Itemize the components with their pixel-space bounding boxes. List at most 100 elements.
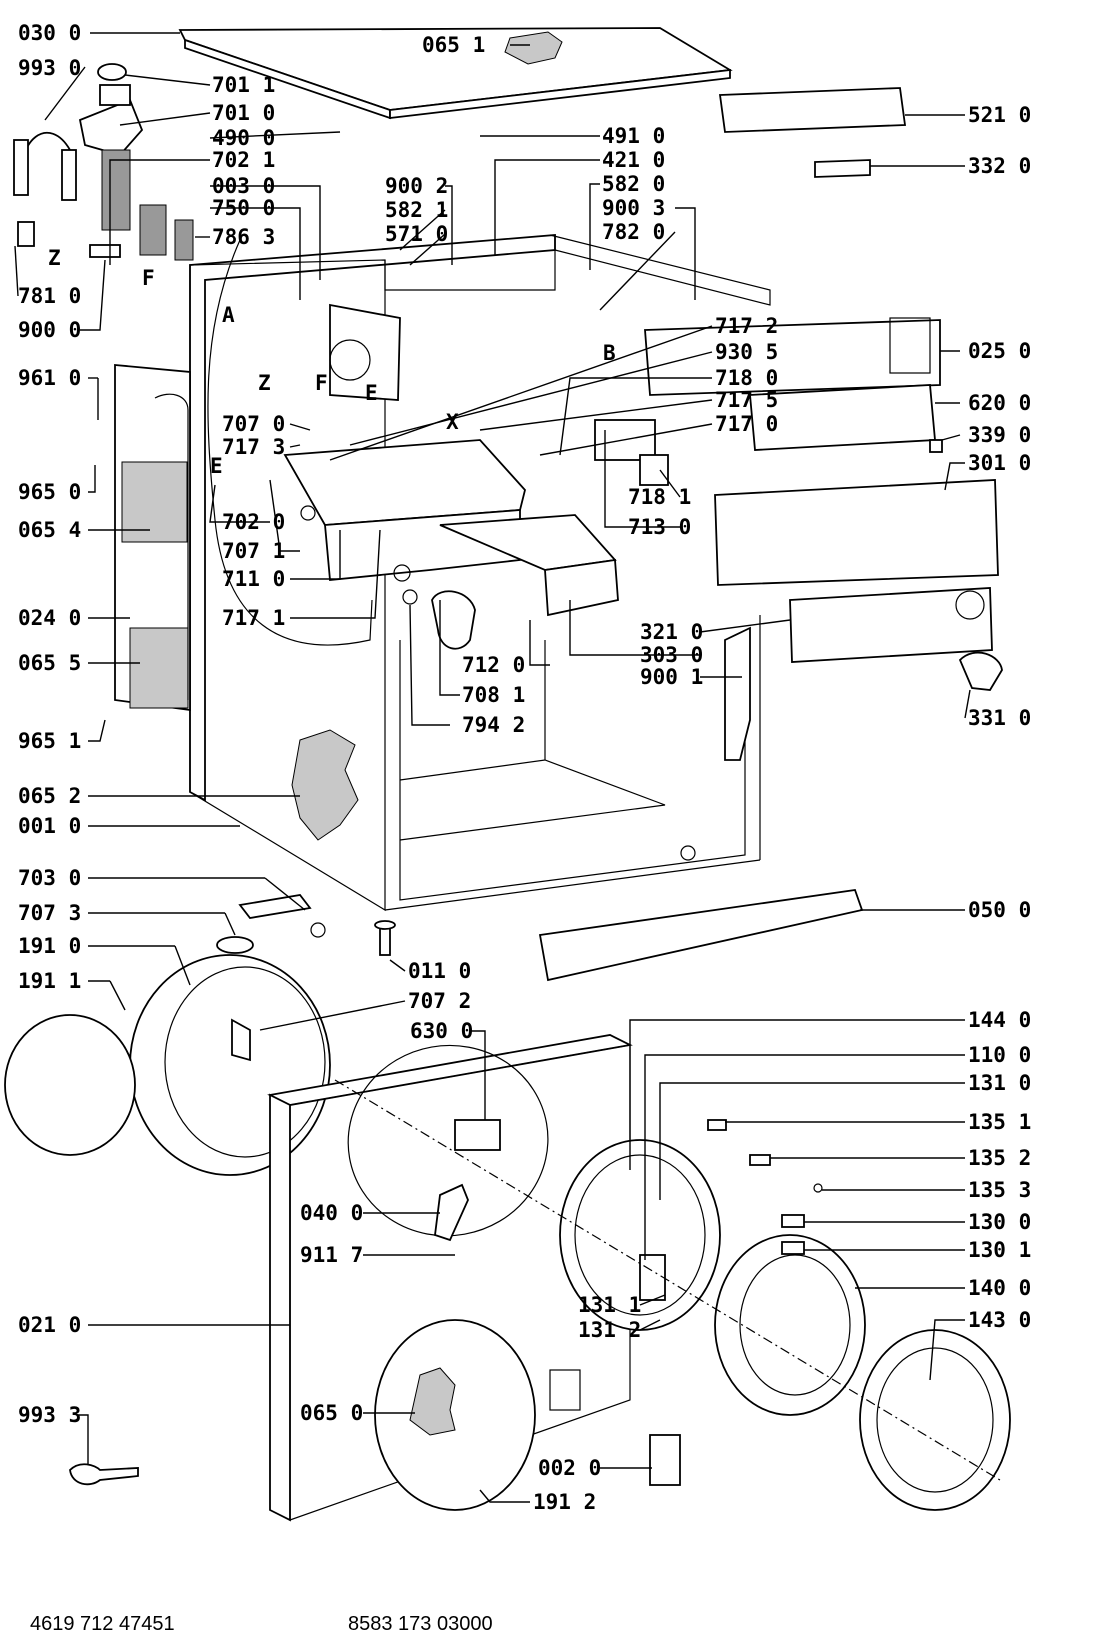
label-717-2: 717 2 — [715, 314, 778, 338]
label-065-5: 065 5 — [18, 651, 81, 675]
hinge-parts — [69, 1119, 823, 1486]
label-303-0: 303 0 — [640, 643, 703, 667]
letter-z-2: Z — [258, 371, 271, 395]
label-993-3: 993 3 — [18, 1403, 81, 1427]
label-490-0: 490 0 — [212, 126, 275, 150]
label-135-2: 135 2 — [968, 1146, 1031, 1170]
label-143-0: 143 0 — [968, 1308, 1031, 1332]
label-707-2: 707 2 — [408, 989, 471, 1013]
label-900-2: 900 2 — [385, 174, 448, 198]
rear-panel-part — [114, 364, 191, 712]
label-421-0: 421 0 — [602, 148, 665, 172]
label-708-1: 708 1 — [462, 683, 525, 707]
label-900-1: 900 1 — [640, 665, 703, 689]
footer-left-code: 4619 712 47451 — [30, 1613, 175, 1635]
label-620-0: 620 0 — [968, 391, 1031, 415]
label-630-0: 630 0 — [410, 1019, 473, 1043]
detergent-dispenser-part — [207, 239, 669, 650]
control-panel-parts — [644, 87, 1003, 691]
door-glass-part — [714, 1234, 1011, 1511]
callout-labels: 030 0 993 0 961 0 965 0 065 4 024 0 065 … — [18, 21, 1031, 1514]
hose-assembly-part — [13, 63, 194, 261]
label-065-2: 065 2 — [18, 784, 81, 808]
label-332-0: 332 0 — [968, 154, 1031, 178]
letter-a: A — [222, 303, 235, 327]
label-701-1: 701 1 — [212, 73, 275, 97]
label-582-1: 582 1 — [385, 198, 448, 222]
label-717-0: 717 0 — [715, 412, 778, 436]
label-191-0: 191 0 — [18, 934, 81, 958]
label-130-1: 130 1 — [968, 1238, 1031, 1262]
label-021-0: 021 0 — [18, 1313, 81, 1337]
label-911-7: 911 7 — [300, 1243, 363, 1267]
label-003-0: 003 0 — [212, 174, 275, 198]
label-930-5: 930 5 — [715, 340, 778, 364]
label-717-5: 717 5 — [715, 388, 778, 412]
label-191-1: 191 1 — [18, 969, 81, 993]
label-961-0: 961 0 — [18, 366, 81, 390]
label-144-0: 144 0 — [968, 1008, 1031, 1032]
label-130-0: 130 0 — [968, 1210, 1031, 1234]
label-001-0: 001 0 — [18, 814, 81, 838]
label-030-0: 030 0 — [18, 21, 81, 45]
label-331-0: 331 0 — [968, 706, 1031, 730]
label-025-0: 025 0 — [968, 339, 1031, 363]
label-131-1: 131 1 — [578, 1293, 641, 1317]
label-707-1: 707 1 — [222, 539, 285, 563]
letter-f-1: F — [142, 266, 155, 290]
label-301-0: 301 0 — [968, 451, 1031, 475]
label-040-0: 040 0 — [300, 1201, 363, 1225]
label-191-2: 191 2 — [533, 1490, 596, 1514]
leader-lines — [14, 32, 971, 1503]
footer-right-code: 8583 173 03000 — [348, 1613, 493, 1635]
label-521-0: 521 0 — [968, 103, 1031, 127]
label-582-0: 582 0 — [602, 172, 665, 196]
small-fittings-part — [216, 894, 396, 956]
label-140-0: 140 0 — [968, 1276, 1031, 1300]
label-701-0: 701 0 — [212, 101, 275, 125]
label-024-0: 024 0 — [18, 606, 81, 630]
label-993-0: 993 0 — [18, 56, 81, 80]
label-712-0: 712 0 — [462, 653, 525, 677]
label-135-3: 135 3 — [968, 1178, 1031, 1202]
label-131-2: 131 2 — [578, 1318, 641, 1342]
label-065-1: 065 1 — [422, 33, 485, 57]
label-131-0: 131 0 — [968, 1071, 1031, 1095]
label-900-3: 900 3 — [602, 196, 665, 220]
front-panel-part — [267, 1034, 633, 1522]
label-900-0: 900 0 — [18, 318, 81, 342]
letter-b: B — [603, 341, 616, 365]
label-702-1: 702 1 — [212, 148, 275, 172]
label-717-1: 717 1 — [222, 606, 285, 630]
label-965-1: 965 1 — [18, 729, 81, 753]
label-702-0: 702 0 — [222, 510, 285, 534]
letter-f-2: F — [315, 371, 328, 395]
label-707-3b: 707 3 — [18, 901, 81, 925]
label-718-1: 718 1 — [628, 485, 691, 509]
label-002-0: 002 0 — [538, 1456, 601, 1480]
label-011-0: 011 0 — [408, 959, 471, 983]
letter-e-1: E — [365, 381, 378, 405]
label-782-0: 782 0 — [602, 220, 665, 244]
letter-e-2: E — [210, 454, 223, 478]
label-707-0: 707 0 — [222, 412, 285, 436]
label-491-0: 491 0 — [602, 124, 665, 148]
label-050-0: 050 0 — [968, 898, 1031, 922]
label-717-3: 717 3 — [222, 435, 285, 459]
axis-line — [334, 1079, 1001, 1481]
label-065-0: 065 0 — [300, 1401, 363, 1425]
label-794-2: 794 2 — [462, 713, 525, 737]
label-718-0: 718 0 — [715, 366, 778, 390]
label-339-0: 339 0 — [968, 423, 1031, 447]
label-110-0: 110 0 — [968, 1043, 1031, 1067]
letter-x: X — [446, 410, 459, 434]
label-065-4: 065 4 — [18, 518, 81, 542]
top-cover-part — [178, 27, 733, 120]
label-786-3: 786 3 — [212, 225, 275, 249]
label-965-0: 965 0 — [18, 480, 81, 504]
door-ring-part — [559, 1139, 721, 1331]
label-713-0: 713 0 — [628, 515, 691, 539]
label-781-0: 781 0 — [18, 284, 81, 308]
label-711-0: 711 0 — [222, 567, 285, 591]
